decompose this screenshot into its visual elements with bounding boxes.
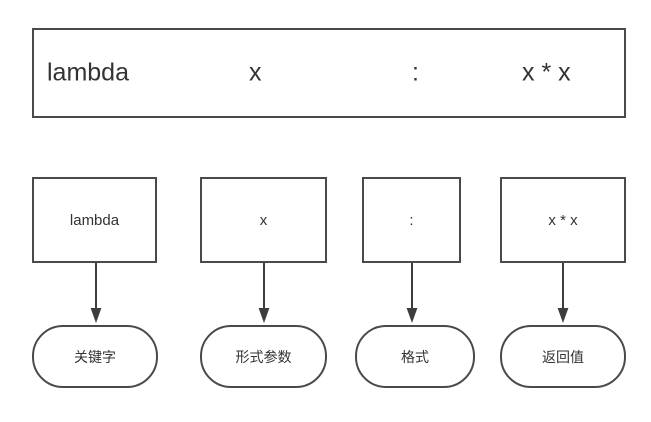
token-box-lambda-label: lambda	[69, 211, 120, 229]
role-box-keyword-label: 关键字	[74, 348, 116, 365]
arrow-down-icon-format	[405, 263, 419, 325]
token-box-expression-label: x * x	[548, 211, 578, 229]
expression-token-colon: :	[412, 58, 419, 87]
token-box-colon: :	[362, 177, 461, 263]
arrow-down-icon-parameter	[257, 263, 271, 325]
role-box-keyword: 关键字	[32, 325, 158, 388]
role-box-return-value-label: 返回值	[542, 348, 584, 365]
role-box-format: 格式	[355, 325, 475, 388]
expression-token-parameter: x	[249, 58, 262, 87]
token-box-lambda: lambda	[32, 177, 157, 263]
role-box-formal-parameter: 形式参数	[200, 325, 327, 388]
token-box-x: x	[200, 177, 327, 263]
expression-banner: lambda x : x * x	[32, 28, 626, 118]
expression-token-body: x * x	[522, 58, 571, 87]
token-box-x-label: x	[259, 211, 268, 229]
role-box-format-label: 格式	[401, 348, 429, 365]
expression-token-keyword: lambda	[47, 58, 129, 87]
role-box-return-value: 返回值	[500, 325, 626, 388]
token-box-expression: x * x	[500, 177, 626, 263]
arrow-down-icon-return	[556, 263, 570, 325]
token-box-colon-label: :	[409, 211, 414, 229]
arrow-down-icon-keyword	[89, 263, 103, 325]
role-box-formal-parameter-label: 形式参数	[235, 348, 292, 365]
